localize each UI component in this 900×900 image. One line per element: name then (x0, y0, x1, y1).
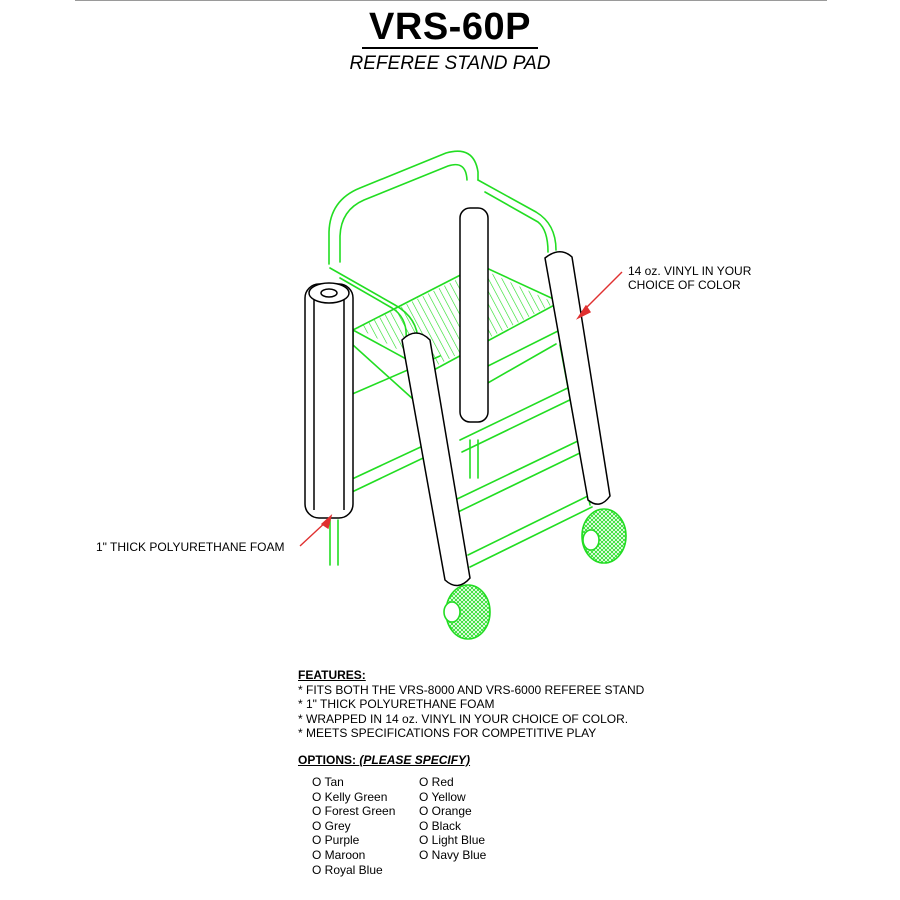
options-right-column: O Red O Yellow O Orange O Black O Light … (419, 775, 486, 863)
vinyl-callout-line2: CHOICE OF COLOR (628, 278, 741, 292)
front-wheel (443, 584, 491, 640)
right-pad (544, 251, 611, 505)
front-pad (401, 332, 471, 587)
features-section: FEATURES: * FITS BOTH THE VRS-8000 AND V… (298, 668, 644, 741)
top-rule (75, 0, 827, 1)
color-option: O Forest Green (312, 804, 396, 819)
features-heading: FEATURES: (298, 668, 366, 682)
options-heading-label: OPTIONS: (298, 753, 357, 767)
page-subtitle: REFEREE STAND PAD (349, 53, 551, 74)
color-option: O Maroon (312, 847, 366, 862)
feature-item: * FITS BOTH THE VRS-8000 AND VRS-6000 RE… (298, 682, 645, 697)
vinyl-callout-line1: 14 oz. VINYL IN YOUR (628, 264, 752, 278)
page-title: VRS-60P (369, 6, 531, 48)
color-option: O Royal Blue (312, 862, 383, 877)
feature-item: * 1" THICK POLYURETHANE FOAM (298, 697, 495, 712)
color-option: O Navy Blue (419, 847, 487, 862)
rear-wheel (581, 508, 627, 564)
color-option: O Kelly Green (312, 789, 388, 804)
title-underline (362, 47, 538, 49)
leaders (299, 271, 623, 547)
color-option: O Yellow (419, 789, 466, 804)
back-center-pad (459, 207, 489, 423)
color-option: O Orange (419, 804, 472, 819)
color-option: O Red (419, 775, 454, 789)
color-option: O Light Blue (419, 833, 486, 848)
options-section: OPTIONS: (PLEASE SPECIFY) O Tan O Kelly … (298, 753, 486, 877)
foam-callout: 1" THICK POLYURETHANE FOAM (96, 540, 285, 554)
feature-item: * WRAPPED IN 14 oz. VINYL IN YOUR CHOICE… (298, 711, 629, 726)
color-option: O Black (419, 818, 462, 833)
platform-hatch (358, 268, 555, 368)
vinyl-callout: 14 oz. VINYL IN YOUR CHOICE OF COLOR (628, 264, 751, 292)
pads (304, 207, 611, 587)
options-left-column: O Tan O Kelly Green O Forest Green O Gre… (312, 775, 395, 877)
options-heading: OPTIONS: (PLEASE SPECIFY) (298, 753, 470, 767)
feature-item: * MEETS SPECIFICATIONS FOR COMPETITIVE P… (298, 726, 597, 741)
color-option: O Grey (312, 818, 351, 833)
left-pad (304, 283, 354, 519)
color-option: O Tan (312, 775, 344, 789)
options-heading-note: (PLEASE SPECIFY) (359, 753, 471, 767)
color-option: O Purple (312, 833, 360, 848)
